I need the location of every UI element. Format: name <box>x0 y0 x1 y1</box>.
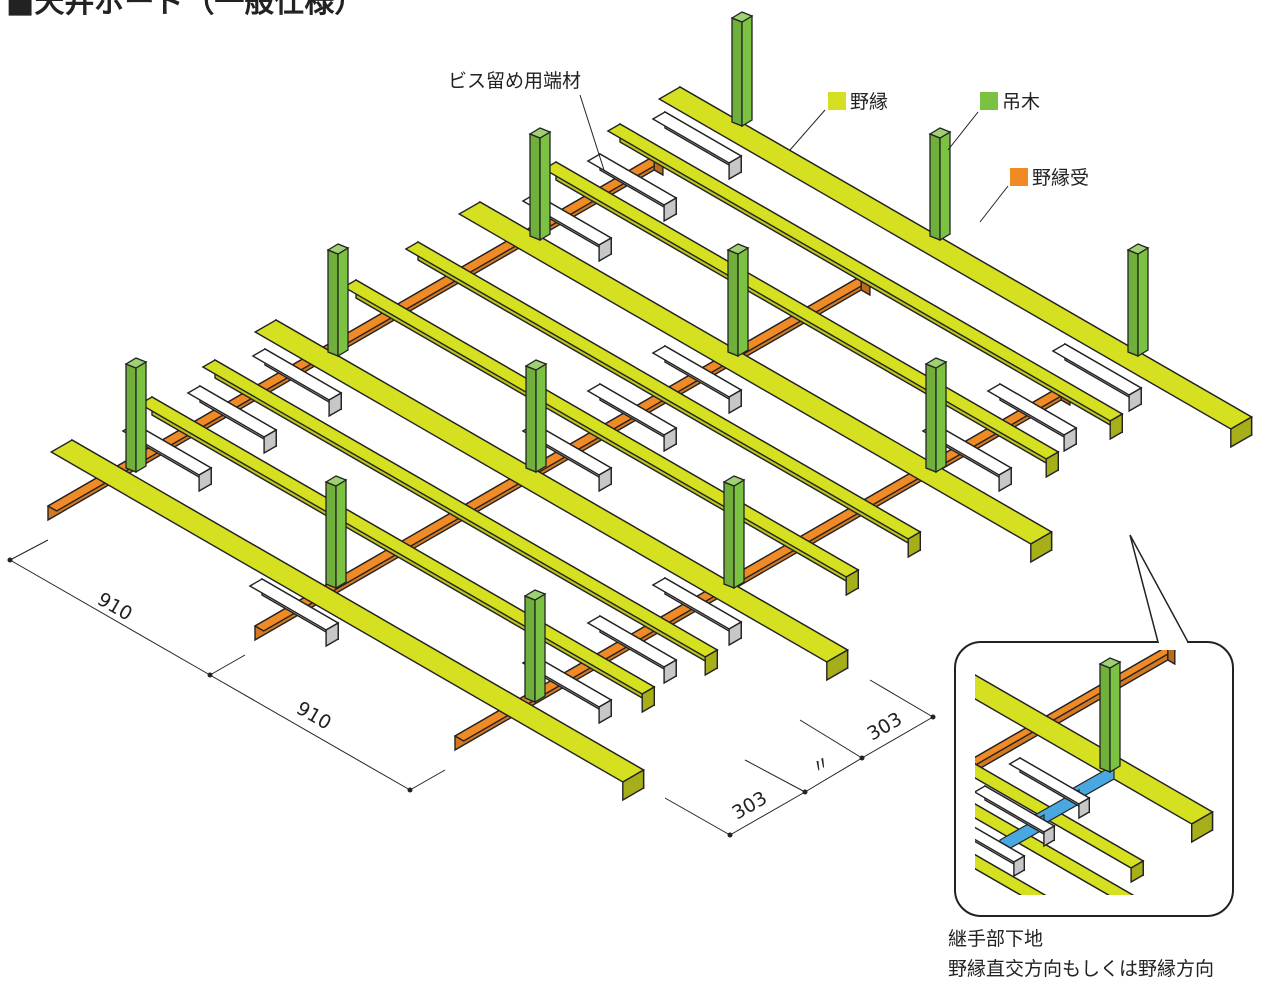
hanger-post-5 <box>928 127 952 242</box>
hanger-post-6 <box>726 243 750 358</box>
inset-nobuchi-1 <box>975 674 1214 844</box>
legend-label-nobuchi: 野縁 <box>850 91 888 113</box>
inset-screw-block-1 <box>1008 756 1091 820</box>
nobuchi-1 <box>657 85 1254 449</box>
hanger-post-12 <box>523 589 547 704</box>
leader-lines <box>579 94 1009 223</box>
dim-910-lower: 910 <box>293 697 335 734</box>
inset-screw-block-2 <box>975 784 1056 848</box>
dim-ditto: 〃 <box>808 751 835 780</box>
leader-line-1 <box>579 94 605 171</box>
dim-303-upper: 303 <box>864 708 906 745</box>
inset-screw-block-3 <box>975 826 1026 878</box>
dimension-tick-2 <box>207 672 213 678</box>
inset-nobuchi-4 <box>975 853 1047 895</box>
nobuchi-5 <box>404 240 922 559</box>
screw-block-1 <box>651 110 743 181</box>
hanger-post-2 <box>528 127 552 242</box>
dimension-line-9 <box>664 797 731 836</box>
screw-block-2 <box>586 152 678 223</box>
dimension-line-12 <box>869 679 934 718</box>
hanger-post-8 <box>324 475 348 590</box>
dimension-line-11 <box>799 719 863 759</box>
dimension-line-3 <box>729 791 806 836</box>
dimension-tick-1 <box>7 557 13 563</box>
legend-swatch-nobuchi <box>828 92 846 110</box>
leader-line-2 <box>789 109 826 151</box>
caption-line-1: 継手部下地 <box>948 928 1043 950</box>
hanger-post-7 <box>524 359 548 474</box>
dimension-tick-3 <box>407 787 413 793</box>
legend-label-nobuchiuke: 野縁受 <box>1032 167 1089 189</box>
nobuchi-2 <box>606 122 1124 441</box>
screw-block-16 <box>248 577 340 648</box>
nobuchi-8 <box>201 358 719 677</box>
page-title: ■天井ボード（一般仕様） <box>6 0 364 20</box>
legend-label-tsurigi: 吊木 <box>1002 91 1040 113</box>
dim-303-lower: 303 <box>729 787 771 824</box>
caption-line-2: 野縁直交方向もしくは野縁方向 <box>948 958 1214 980</box>
dimension-line-4 <box>804 757 863 793</box>
dimension-tick-4 <box>727 832 733 838</box>
dimension-tick-7 <box>930 714 936 720</box>
hanger-post-10 <box>924 357 948 474</box>
inset-hanger-post <box>1098 657 1122 774</box>
nobuchi-10 <box>49 438 646 802</box>
leader-line-3 <box>947 111 979 151</box>
dimension-tick-5 <box>802 789 808 795</box>
legend-swatch-nobuchiuke <box>1010 168 1028 186</box>
screw-block-label: ビス留め用端材 <box>448 70 581 92</box>
dimension-line-6 <box>9 539 49 561</box>
hanger-post-4 <box>124 357 148 474</box>
screw-block-7 <box>651 344 743 415</box>
legend-swatch-tsurigi <box>980 92 998 110</box>
hanger-post-1 <box>730 11 754 128</box>
joint-detail-inset <box>954 534 1234 917</box>
nobuchi-7 <box>253 318 850 682</box>
inset-nobuchi-3 <box>975 803 1135 895</box>
nobuchi-3 <box>542 160 1060 479</box>
inset-content <box>975 650 1214 895</box>
screw-block-14 <box>586 614 678 685</box>
screw-block-4 <box>251 347 343 418</box>
dimension-line-10 <box>744 759 806 793</box>
dimension-line-5 <box>861 716 934 759</box>
inset-callout-pointer <box>1129 534 1189 643</box>
screw-block-13 <box>651 576 743 647</box>
hanger-post-3 <box>326 243 350 358</box>
screw-block-5 <box>186 384 278 455</box>
screw-block-10 <box>1051 342 1143 413</box>
screw-block-11 <box>986 382 1078 453</box>
leader-line-4 <box>979 185 1009 223</box>
nobuchi-4 <box>457 200 1054 564</box>
screw-block-8 <box>586 382 678 453</box>
dimension-line-2 <box>209 674 411 791</box>
hanger-post-9 <box>1126 243 1150 358</box>
dimension-tick-6 <box>859 755 865 761</box>
dimension-line-1 <box>9 559 211 676</box>
dimension-line-8 <box>409 769 446 791</box>
framing-members <box>46 11 1254 802</box>
dimension-lines <box>7 539 936 838</box>
dimension-line-7 <box>209 654 246 676</box>
hanger-post-11 <box>722 475 746 590</box>
